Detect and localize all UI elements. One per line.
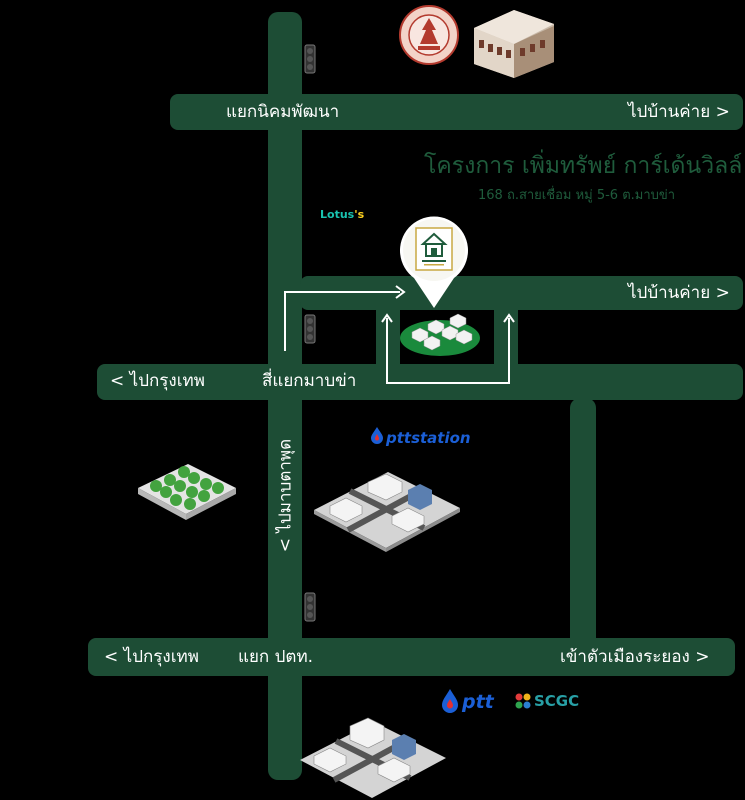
project-title: โครงการ เพิ่มทรัพย์ การ์เด้นวิลล์ [424,153,743,179]
project-location-pin-icon [400,216,468,308]
project-address: 168 ถ.สายเชื่อม หมู่ 5-6 ต.มาบข่า [478,188,676,203]
label-nikhom-phatthana-junction: แยกนิคมพัฒนา [226,102,340,122]
label-map-kha-junction: สี่แยกมาบข่า [262,371,357,391]
second-horizontal-road [300,276,743,310]
bottom-horizontal-road [88,638,735,676]
label-to-bangkok-bottom: < ไปกรุงเทพ [104,647,199,667]
ptt-logo-label: ptt [462,691,494,713]
route-line-bottom [386,382,510,384]
label-to-rayong-city: เข้าตัวเมืองระยอง > [560,647,710,667]
ptt-logo-icon [442,689,458,713]
lotus-store-label: Lotus's [320,208,364,221]
label-to-bangkok-mid: < ไปกรุงเทพ [110,371,205,391]
route-line-right-up [508,318,510,384]
label-to-ban-khai-second: ไปบ้านค่าย > [628,283,730,303]
lotus-main: Lotus [320,208,355,221]
ptt-drop-icon [371,427,383,444]
route-line-left-down [386,318,388,384]
top-horizontal-road [170,94,743,130]
route-line-horizontal-top [284,291,400,293]
route-line-vertical [284,291,286,351]
traffic-light-icon-mid [304,314,316,344]
industrial-area-icon-middle [314,472,460,552]
label-to-ban-khai-top: ไปบ้านค่าย > [628,102,730,122]
project-access-road-right [494,306,518,368]
scgc-logo-icon [515,693,531,709]
traffic-light-icon-bottom [304,592,316,622]
housing-village-icon [400,313,480,356]
green-area-trees-icon [138,464,236,520]
industrial-area-icon-bottom [300,717,446,798]
municipality-seal-icon [399,5,459,65]
right-vertical-road [570,398,596,648]
label-ptt-junction: แยก ปตท. [238,647,314,667]
scgc-logo-label: SCGC [534,692,580,710]
lotus-suffix: 's [354,208,365,221]
office-building-icon [474,10,554,78]
traffic-light-icon-top [304,44,316,74]
ptt-station-label: pttstation [386,429,471,447]
